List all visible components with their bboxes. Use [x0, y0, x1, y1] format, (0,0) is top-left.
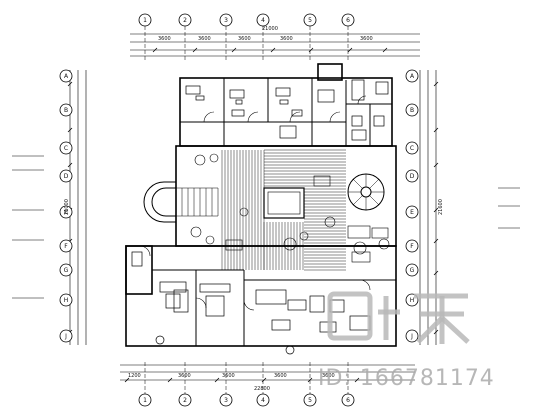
- grid-row-left-E-circle: [59, 205, 73, 219]
- grid-row-right-C-circle: [405, 141, 419, 155]
- grid-row-left-J-circle: [59, 329, 73, 343]
- grid-row-right-A-label: A: [410, 73, 415, 80]
- grid-row-right-C-label: C: [410, 145, 414, 152]
- grid-row-right-H-label: H: [410, 297, 415, 304]
- grid-row-right-A-circle: [405, 69, 419, 83]
- grid-column-bottom-1-circle: [138, 393, 152, 407]
- grid-row-right-J-circle: [405, 329, 419, 343]
- grid-row-left-F-label: F: [64, 243, 68, 250]
- grid-column-bottom-4-label: 4: [261, 397, 265, 404]
- grid-column-top-1-circle: [138, 13, 152, 27]
- bottom-bay-dim: 3600: [322, 373, 335, 379]
- grid-row-left-B-label: B: [64, 107, 68, 114]
- top-overall-dim: 21000: [262, 26, 278, 32]
- grid-row-left-D-circle: [59, 169, 73, 183]
- grid-column-top-1-label: 1: [143, 17, 147, 24]
- grid-row-right-D-circle: [405, 169, 419, 183]
- grid-column-top-6-circle: [341, 13, 355, 27]
- grid-row-right-B-label: B: [410, 107, 414, 114]
- grid-column-top-3-label: 3: [224, 17, 228, 24]
- grid-column-bottom-6-circle: [341, 393, 355, 407]
- grid-column-bottom-1-label: 1: [143, 397, 147, 404]
- grid-row-right-E-label: E: [410, 209, 414, 216]
- grid-row-right-B-circle: [405, 103, 419, 117]
- grid-row-left-A-label: A: [64, 73, 69, 80]
- bottom-bay-dim: 1200: [128, 373, 141, 379]
- top-bay-dim: 3600: [158, 36, 171, 42]
- grid-column-top-4-label: 4: [261, 17, 265, 24]
- grid-row-right-F-label: F: [410, 243, 414, 250]
- grid-row-right-D-label: D: [410, 173, 415, 180]
- bottom-bay-dim: 3600: [222, 373, 235, 379]
- grid-column-bottom-4-circle: [256, 393, 270, 407]
- grid-column-bottom-3-circle: [219, 393, 233, 407]
- grid-row-left-A-circle: [59, 69, 73, 83]
- grid-column-top-5-label: 5: [308, 17, 312, 24]
- grid-column-bottom-2-circle: [178, 393, 192, 407]
- grid-row-left-H-label: H: [64, 297, 69, 304]
- grid-row-right-J-label: J: [410, 333, 413, 340]
- grid-row-left-H-circle: [59, 293, 73, 307]
- grid-row-left-J-label: J: [64, 333, 67, 340]
- left-overall-dim: 21000: [64, 199, 70, 215]
- grid-row-left-B-circle: [59, 103, 73, 117]
- grid-row-left-E-label: E: [64, 209, 68, 216]
- top-bay-dim: 3600: [280, 36, 293, 42]
- grid-column-bottom-6-label: 6: [346, 397, 350, 404]
- bottom-bay-dim: 3600: [274, 373, 287, 379]
- watermark-id: ID: 166781174: [318, 366, 495, 391]
- top-bay-dim: 3600: [360, 36, 373, 42]
- top-bay-dim: 3600: [238, 36, 251, 42]
- grid-column-top-2-label: 2: [183, 17, 187, 24]
- grid-row-right-F-circle: [405, 239, 419, 253]
- grid-column-top-2-circle: [178, 13, 192, 27]
- grid-row-left-C-label: C: [64, 145, 68, 152]
- grid-column-top-5-circle: [303, 13, 317, 27]
- grid-column-top-4-circle: [256, 13, 270, 27]
- grid-row-right-G-label: G: [410, 267, 415, 274]
- grid-row-left-C-circle: [59, 141, 73, 155]
- bottom-overall-dim: 22800: [254, 386, 270, 392]
- grid-row-right-G-circle: [405, 263, 419, 277]
- grid-row-left-G-circle: [59, 263, 73, 277]
- grid-row-left-D-label: D: [64, 173, 69, 180]
- grid-column-top-6-label: 6: [346, 17, 350, 24]
- grid-column-bottom-2-label: 2: [183, 397, 187, 404]
- bottom-bay-dim: 3600: [178, 373, 191, 379]
- grid-row-right-E-circle: [405, 205, 419, 219]
- top-bay-dim: 3600: [198, 36, 211, 42]
- grid-row-left-F-circle: [59, 239, 73, 253]
- grid-column-bottom-3-label: 3: [224, 397, 228, 404]
- grid-column-top-3-circle: [219, 13, 233, 27]
- watermark-logo: [327, 291, 470, 344]
- right-overall-dim: 21600: [438, 199, 444, 215]
- grid-row-left-G-label: G: [64, 267, 69, 274]
- grid-column-bottom-5-circle: [303, 393, 317, 407]
- grid-column-bottom-5-label: 5: [308, 397, 312, 404]
